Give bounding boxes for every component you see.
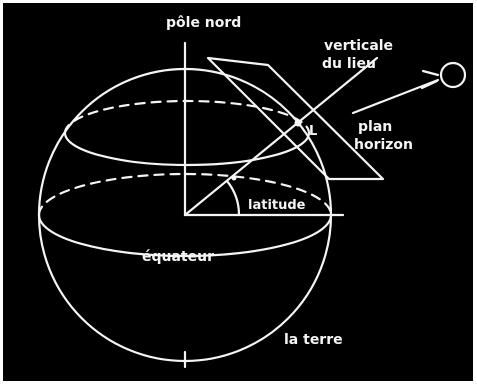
sun-ray — [353, 80, 438, 113]
latitude-angle-dot — [232, 176, 237, 181]
point-l-label: L — [309, 124, 317, 139]
plan-label-line2: horizon — [354, 137, 413, 153]
local-vertical — [185, 58, 377, 215]
latitude-diagram: pôle nord verticale du lieu plan horizon… — [3, 3, 473, 381]
sun-icon — [441, 63, 465, 87]
earth-label: la terre — [284, 332, 343, 348]
north-pole-label: pôle nord — [166, 15, 241, 31]
latitude-parallel-back — [65, 101, 309, 133]
diagram-panel: pôle nord verticale du lieu plan horizon… — [3, 3, 473, 381]
latitude-parallel-front — [65, 133, 309, 165]
plan-label-line1: plan — [358, 119, 392, 135]
sun-ray-tick-top — [423, 71, 438, 75]
latitude-label: latitude — [248, 198, 306, 213]
vertical-label-line2: du lieu — [322, 56, 376, 72]
vertical-label-line1: verticale — [324, 38, 393, 54]
point-l-marker — [295, 120, 302, 127]
equator-label: équateur — [142, 249, 214, 265]
latitude-angle-arc — [227, 181, 239, 215]
